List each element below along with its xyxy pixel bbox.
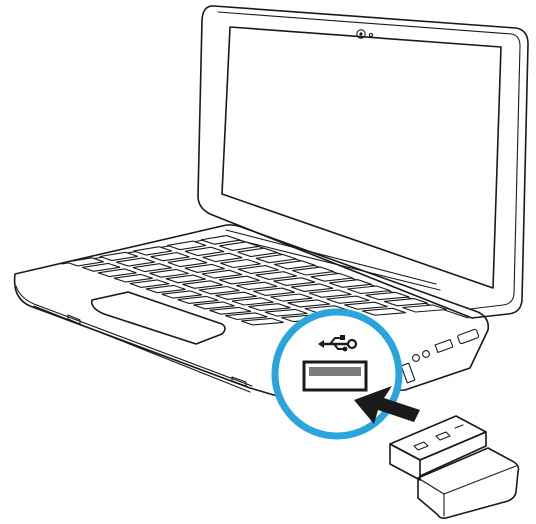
usb-receiver-icon bbox=[390, 416, 519, 518]
keyboard-key bbox=[238, 248, 278, 256]
keyboard-key bbox=[274, 261, 315, 269]
keyboard-key bbox=[219, 276, 260, 284]
port-icon bbox=[435, 340, 453, 353]
laptop-illustration bbox=[15, 6, 528, 398]
keyboard-key bbox=[232, 298, 273, 305]
keyboard-key bbox=[183, 281, 223, 289]
usb-port-callout bbox=[275, 312, 399, 436]
keyboard-key bbox=[347, 286, 390, 294]
keyboard-key bbox=[309, 290, 351, 297]
keyboard-key bbox=[256, 255, 297, 263]
keyboard-key bbox=[329, 280, 371, 288]
keyboard-key bbox=[236, 282, 277, 289]
keyboard-key bbox=[327, 296, 370, 303]
keyboard-key bbox=[203, 253, 243, 261]
keyboard-key bbox=[253, 288, 294, 295]
keyboard-key bbox=[209, 307, 251, 314]
keyboard-key bbox=[293, 267, 334, 275]
keyboard-key bbox=[291, 284, 333, 292]
keyboard-key bbox=[344, 302, 387, 309]
keyboard-key bbox=[220, 260, 260, 268]
usb-port-icon bbox=[304, 362, 366, 390]
side-ports bbox=[401, 329, 479, 383]
keyboard-key bbox=[201, 236, 240, 245]
keyboard-key bbox=[265, 309, 307, 316]
keyboard-key bbox=[194, 302, 235, 309]
keyboard-key bbox=[241, 318, 283, 325]
usb-slot-icon bbox=[401, 363, 415, 383]
keyboard-key bbox=[366, 292, 409, 299]
keyboard-key bbox=[238, 266, 279, 274]
keyboard-key bbox=[225, 313, 267, 320]
audio-jack-icon bbox=[423, 351, 430, 358]
keyboard-key bbox=[362, 308, 406, 315]
keyboard-key bbox=[288, 300, 330, 307]
audio-jack-icon bbox=[413, 355, 420, 362]
keyboard-key bbox=[311, 273, 353, 281]
vga-port-icon bbox=[457, 329, 479, 344]
keyboard-key bbox=[199, 287, 240, 294]
keyboard-key bbox=[274, 278, 316, 286]
keyboard-key bbox=[271, 294, 313, 301]
keyboard-key bbox=[384, 299, 428, 306]
keyboard-key bbox=[249, 304, 291, 311]
keyboard-key bbox=[216, 292, 257, 299]
keyboard-key bbox=[256, 272, 297, 280]
